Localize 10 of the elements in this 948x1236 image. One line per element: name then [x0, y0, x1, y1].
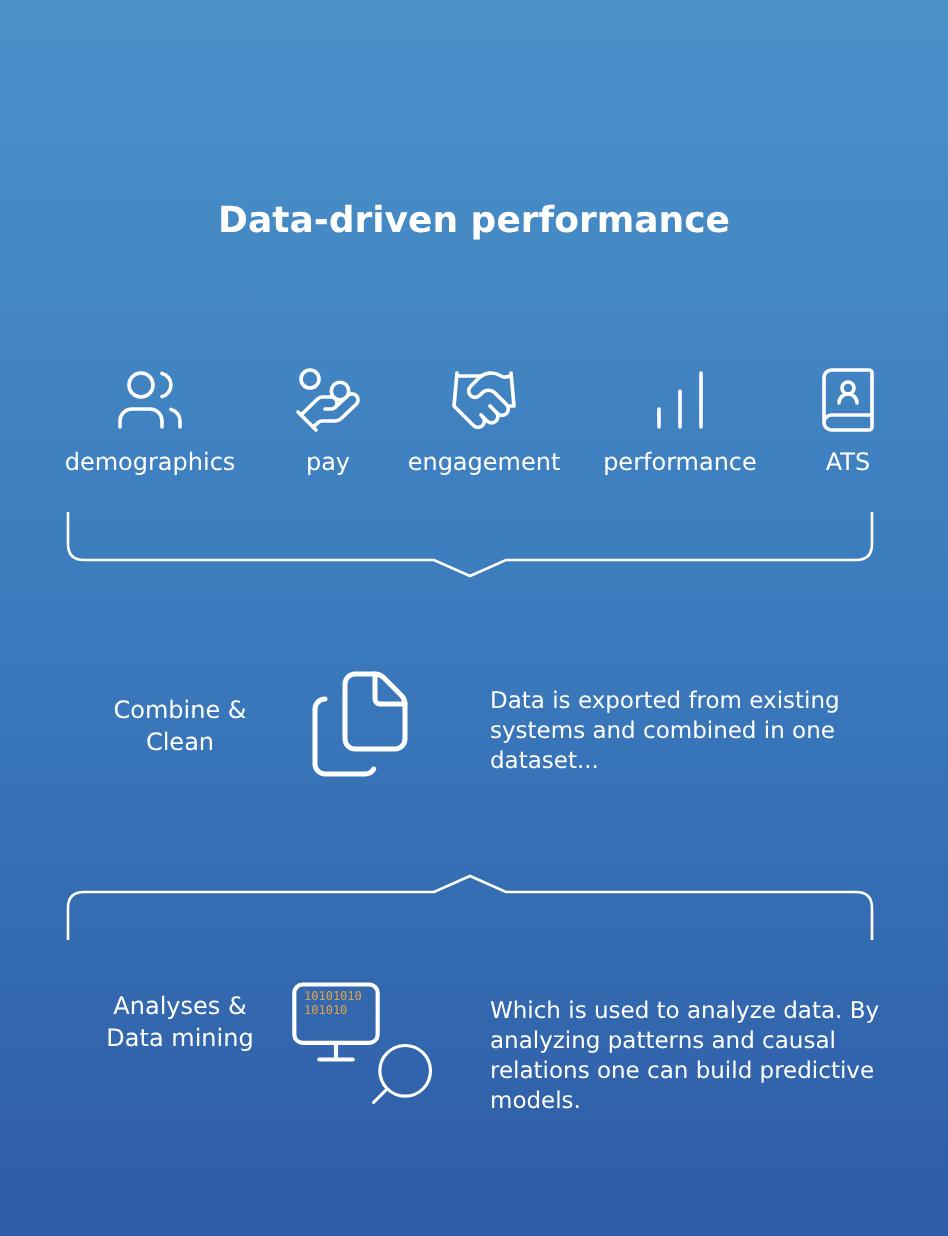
description: Which is used to analyze data. By analyzing patterns and causal relations one can build predictive models. [490, 996, 882, 1116]
step-label: Combine & Clean [111, 694, 249, 758]
title: Data-driven performance [216, 200, 732, 242]
step-label: Analyses & Data mining [104, 990, 256, 1054]
category-label: engagement [407, 448, 561, 476]
category-label: performance [603, 448, 757, 476]
category-label: ATS [825, 448, 871, 476]
category-label: demographics [64, 448, 236, 476]
category-label: pay [305, 448, 351, 476]
description: Data is exported from existing systems and combined in one dataset... [490, 686, 842, 776]
